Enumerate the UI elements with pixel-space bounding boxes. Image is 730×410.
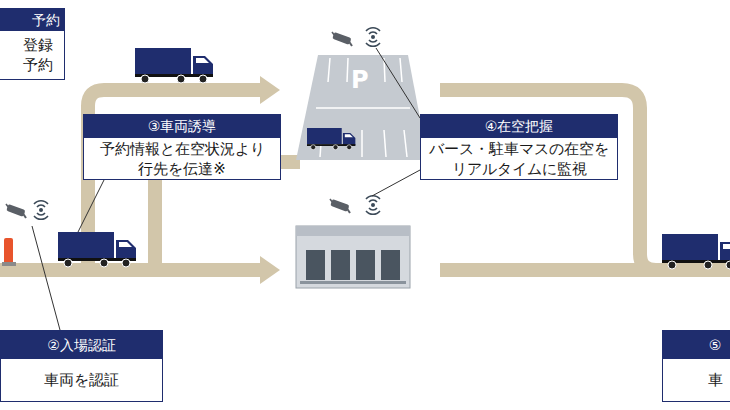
box-heading: ②入場認証 [1,331,162,359]
box-heading: 予約 [0,9,64,31]
truck [135,48,213,83]
camera-icon [6,204,26,218]
box-text: バース・駐車マスの在空を リアルタイムに監視 [425,139,613,179]
truck [58,232,136,267]
step-box: 予約登録 予約 [0,8,65,80]
step-box: ④在空把握バース・駐車マスの在空を リアルタイムに監視 [420,114,618,180]
box-heading: ④在空把握 [421,115,617,138]
truck [662,234,730,269]
box-text: 予約情報と在空状況より 行先を伝達※ [96,139,269,179]
leader-line [32,48,420,330]
step-box: ②入場認証車両を認証 [0,330,163,402]
entry-gate [2,238,16,266]
sensor-icon [34,201,48,220]
parking-lot [296,55,428,160]
box-heading: ③車両誘導 [84,115,280,138]
step-box: ⑤車 [662,330,730,402]
box-heading: ⑤ [663,331,730,359]
sensor-icon [366,196,380,215]
camera-icon [330,199,350,213]
step-box: ③車両誘導予約情報と在空状況より 行先を伝達※ [83,114,281,180]
warehouse [296,226,410,288]
truck [307,128,355,150]
box-text: 車両を認証 [14,370,149,390]
box-text: 登録 予約 [23,35,62,75]
parking-sign: P [351,66,369,94]
sensor-icon [366,28,380,47]
flow-arrowhead [260,76,280,284]
box-text: 車 [700,370,730,390]
camera-icon [332,32,352,46]
